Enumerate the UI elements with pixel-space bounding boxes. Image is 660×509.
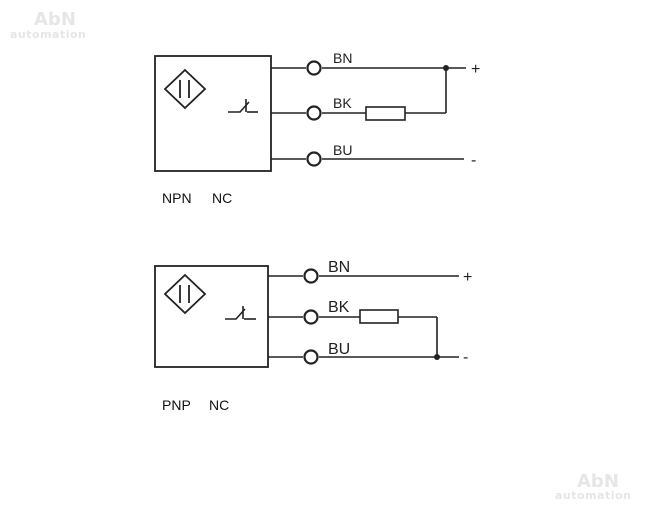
watermark-sub-bottom: automation [555,489,631,502]
npn-caption-type: NPN [162,190,192,206]
npn-proximity-sensor-icon [163,68,207,110]
npn-sensor-body [154,55,272,172]
pnp-wire-label-bu: BU [328,341,350,358]
npn-diagram: BN BK BU + - NPN NC [154,50,480,206]
pnp-caption-type: PNP [162,397,191,413]
pnp-proximity-sensor-icon [163,273,207,315]
watermark-brand-top: AbN [34,9,76,30]
npn-wire-label-bk: BK [333,95,352,111]
npn-terminal-bu [306,151,322,167]
npn-caption-mode: NC [212,190,232,206]
npn-load-resistor [365,106,406,121]
npn-terminal-bk [306,105,322,121]
pnp-nc-switch-icon [225,306,256,320]
pnp-terminal-bk [303,309,319,325]
pnp-terminal-bn [303,268,319,284]
pnp-load-resistor [359,309,399,324]
npn-terminal-bn [306,60,322,76]
pnp-plus-sign: + [463,269,472,286]
pnp-diagram: BN BK BU + - PNP NC [154,259,472,413]
pnp-terminal-bu [303,349,319,365]
pnp-caption-mode: NC [209,397,229,413]
watermark-sub-top: automation [10,28,86,41]
npn-junction-dot [443,65,449,71]
pnp-minus-sign: - [463,349,468,366]
pnp-wire-label-bk: BK [328,299,350,316]
npn-plus-sign: + [471,61,480,78]
npn-nc-switch-icon [228,99,258,113]
watermark-brand-bottom: AbN [577,471,619,492]
npn-wire-label-bn: BN [333,50,352,66]
pnp-wire-label-bn: BN [328,259,350,276]
pnp-sensor-body [154,265,269,368]
npn-minus-sign: - [471,152,476,169]
npn-wire-label-bu: BU [333,142,352,158]
